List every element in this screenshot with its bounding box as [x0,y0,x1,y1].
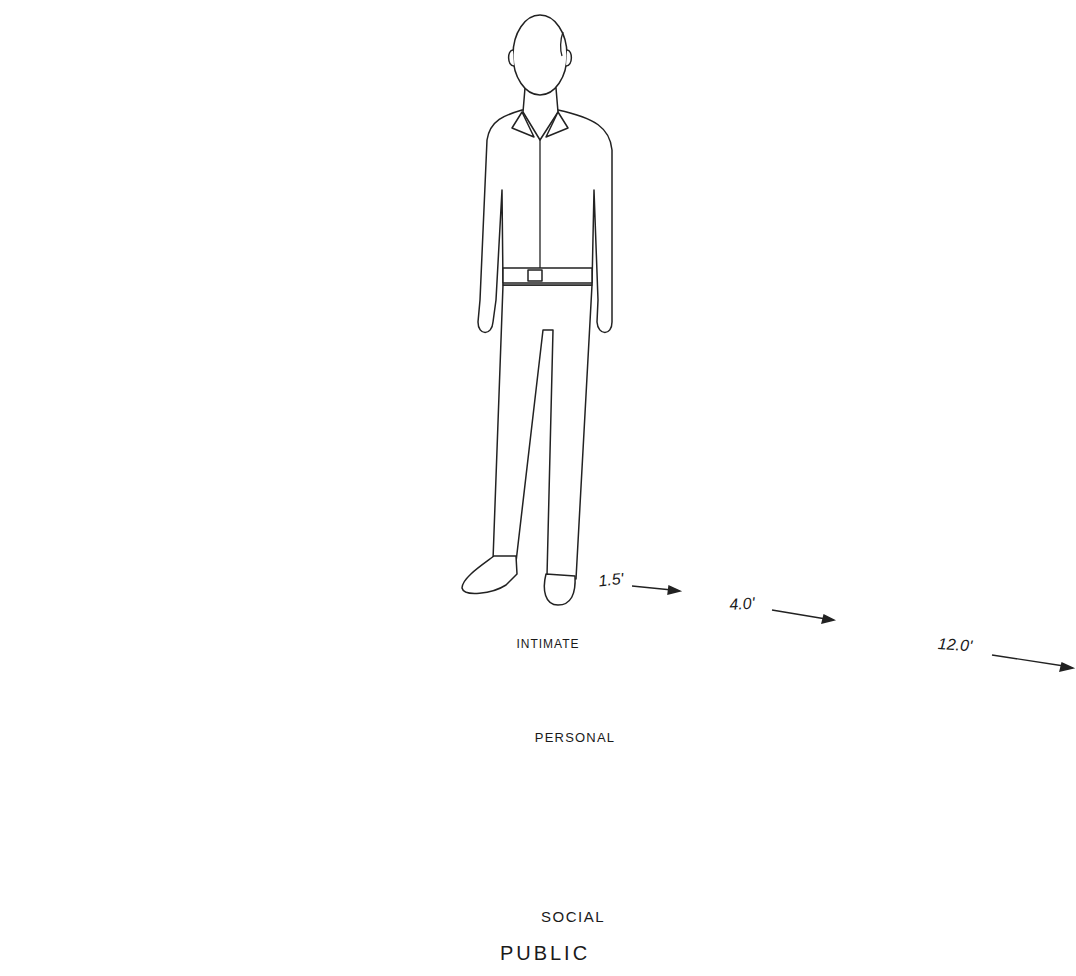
belt-buckle [528,270,542,281]
zone-label: INTIMATE [512,638,583,651]
dimension-line [772,610,826,619]
left-shoe [462,556,517,593]
axis-line [544,0,545,16]
face-line [561,32,563,56]
dimension-label: 4.0' [725,594,759,614]
right-shoe [544,574,575,605]
collar [546,112,568,137]
torso [478,110,612,333]
ear [509,50,514,66]
axis-line [35,325,937,893]
zone-outline [18,325,1076,917]
dimension-label: 1.5' [594,570,629,591]
zone-ellipse: INTIMATE [388,492,682,645]
belt [503,268,592,283]
zone-label: PUBLIC [496,942,594,964]
shirt-line [539,140,540,268]
arrowhead [668,586,680,594]
dimension-line [632,586,672,590]
head [513,15,567,95]
ear [566,50,571,66]
arrowhead [822,615,834,623]
axis-line [25,478,462,553]
zone-outline [228,415,842,738]
dimension-label: 12.0' [933,635,976,655]
zone-ring [389,493,681,644]
dimension-line [992,655,1064,666]
zone-ellipse: SOCIALPERSONALINTIMATE [18,325,1076,917]
legs [493,285,592,579]
zone-ring [19,326,1075,916]
zone-outline [388,492,682,645]
zone-ellipse: PERSONALINTIMATE [228,415,842,738]
zone-label: SOCIAL [537,909,609,926]
arrowhead [1060,663,1073,671]
collar [512,112,534,137]
zone-label: PERSONAL [531,731,619,745]
zone-ring [229,416,841,737]
